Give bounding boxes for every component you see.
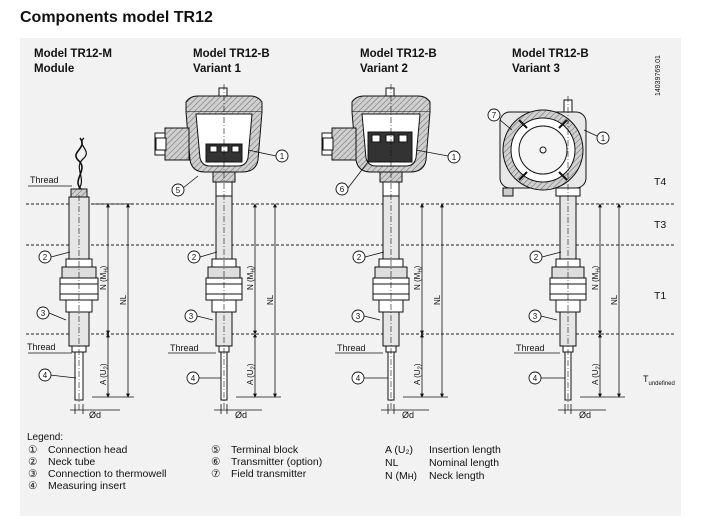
model-variant: Variant 2: [360, 63, 408, 75]
legend-dimension: A (U₂)Insertion length: [385, 444, 501, 456]
neck-length-label: N (MH): [99, 265, 110, 290]
callouts: [36, 108, 610, 385]
neck-length-label: N (MH): [591, 265, 602, 290]
module-tr12-m-drawing: [59, 137, 99, 410]
insertion-length-label: A (U2): [246, 363, 257, 385]
thread-label: Thread: [516, 343, 545, 353]
callout-3: 3: [533, 312, 538, 321]
zone-t3-label: T3: [654, 219, 667, 231]
callout-2: 2: [43, 253, 48, 262]
diameter-label: Ød: [579, 410, 591, 420]
insertion-length-label: A (U2): [413, 363, 424, 385]
model-variant: Module: [34, 63, 75, 75]
model-name: Model TR12-B: [193, 48, 270, 60]
diameter-label: Ød: [89, 410, 101, 420]
lead-wires: [75, 137, 83, 191]
thread-labels: Thread Thread Thread Thread Thread: [27, 175, 545, 353]
insertion-length-label: A (U2): [591, 363, 602, 385]
callout-7: 7: [492, 111, 497, 120]
callout-4: 4: [533, 374, 538, 383]
diameter-labels: Ød Ød Ød Ød: [89, 410, 591, 420]
thread-label: Thread: [27, 342, 56, 352]
callout-3: 3: [41, 309, 46, 318]
callout-4: 4: [191, 374, 196, 383]
callout-6: 6: [340, 185, 345, 194]
variant-3-drawing: [499, 96, 587, 410]
variant-1-drawing: [154, 84, 263, 410]
legend-heading: Legend:: [27, 432, 64, 443]
model-name: Model TR12-M: [34, 48, 112, 60]
thread-label: Thread: [337, 343, 366, 353]
nominal-length-label: NL: [610, 294, 619, 305]
callout-2: 2: [357, 253, 362, 262]
nominal-length-label: NL: [433, 294, 442, 305]
callout-1: 1: [452, 153, 457, 162]
dimension-labels: N (MH) A (U2) NL N (MH) A (U2) NL N (MH)…: [99, 265, 619, 385]
model-title-variant-3: Model TR12-B Variant 3: [512, 47, 589, 77]
model-variant: Variant 3: [512, 63, 560, 75]
callout-3: 3: [189, 312, 194, 321]
model-name: Model TR12-B: [360, 48, 437, 60]
model-variant: Variant 1: [193, 63, 241, 75]
diameter-label: Ød: [235, 410, 247, 420]
callout-1: 1: [280, 152, 285, 161]
zone-t4-label: T4: [654, 176, 667, 188]
callout-1: 1: [601, 134, 606, 143]
model-name: Model TR12-B: [512, 48, 589, 60]
nominal-length-label: NL: [266, 294, 275, 305]
thread-label-top: Thread: [30, 175, 59, 185]
neck-tube: [559, 195, 577, 260]
diameter-label: Ød: [402, 410, 414, 420]
neck-length-label: N (MH): [413, 265, 424, 290]
callout-2: 2: [534, 253, 539, 262]
model-title-variant-2: Model TR12-B Variant 2: [360, 47, 437, 77]
insertion-length-label: A (U2): [99, 363, 110, 385]
zone-tundefined-label: Tundefined: [643, 374, 675, 387]
dimension-lines: [28, 119, 625, 414]
callout-5: 5: [176, 186, 181, 195]
callout-4: 4: [43, 371, 48, 380]
model-title-tr12-m: Model TR12-M Module: [34, 47, 112, 77]
zone-t1-label: T1: [654, 290, 667, 302]
callout-numbers: 2 3 4 2 3 4 1 5 2 3 4 1 6 2 3 4 1 7: [41, 111, 606, 383]
neck-length-label: N (MH): [246, 265, 257, 290]
variant-2-drawing: [321, 84, 431, 410]
legend-dimension: N (Mʜ)Neck length: [385, 470, 485, 482]
callout-4: 4: [356, 374, 361, 383]
thread-label: Thread: [170, 343, 199, 353]
page-title: Components model TR12: [20, 9, 213, 26]
model-title-variant-1: Model TR12-B Variant 1: [193, 47, 270, 77]
nominal-length-label: NL: [119, 294, 128, 305]
callout-3: 3: [356, 312, 361, 321]
callout-2: 2: [192, 253, 197, 262]
